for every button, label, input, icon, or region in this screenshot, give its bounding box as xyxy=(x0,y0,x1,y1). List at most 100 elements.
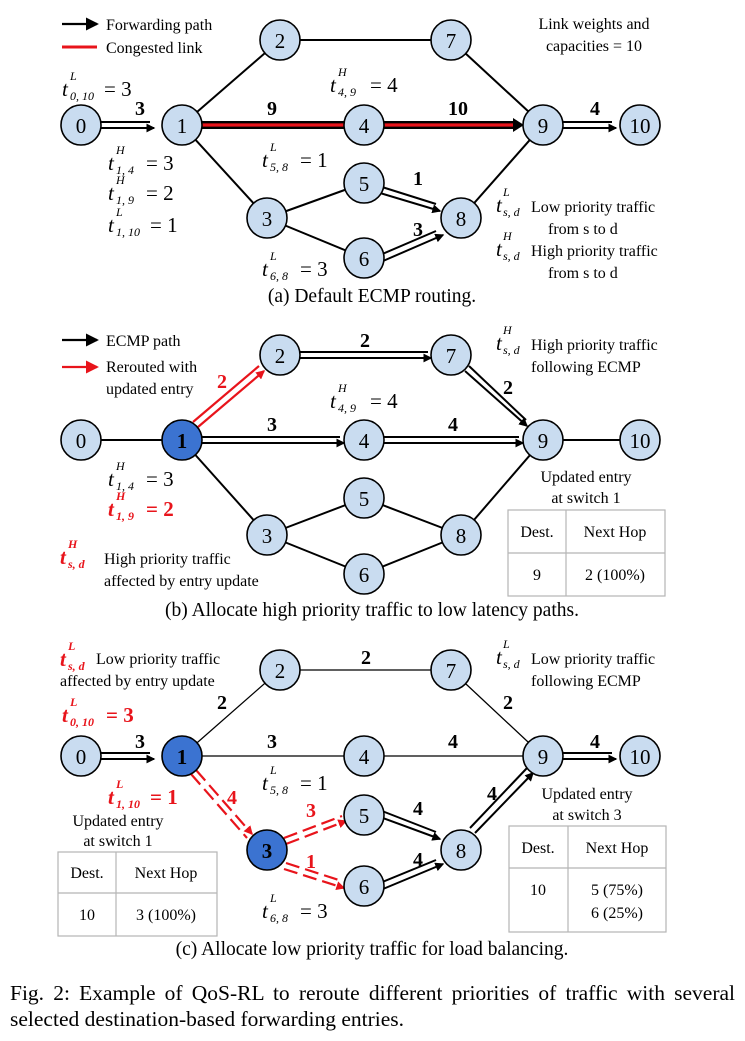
svg-text:t: t xyxy=(262,771,269,795)
svg-text:from s to d: from s to d xyxy=(548,265,618,282)
path-7-9-a xyxy=(468,365,527,421)
svg-text:t: t xyxy=(108,213,115,237)
path-6-8-a xyxy=(379,230,437,256)
svg-text:0: 0 xyxy=(76,429,87,453)
svg-text:t: t xyxy=(496,193,503,217)
svg-text:= 3: = 3 xyxy=(300,257,328,281)
node-1-selected: 1 xyxy=(161,419,203,461)
svg-text:following ECMP: following ECMP xyxy=(531,359,641,376)
path-8-9-b xyxy=(474,772,534,834)
table-c1-title1: Updated entry xyxy=(72,813,163,830)
label-t0-10: t L 0, 10 = 3 xyxy=(62,69,132,103)
svg-text:L: L xyxy=(269,763,277,777)
legend-rerouted-label1: Rerouted with xyxy=(106,359,197,376)
svg-text:t: t xyxy=(62,703,69,727)
svg-text:1, 10: 1, 10 xyxy=(116,225,140,239)
path-5-8-a xyxy=(381,186,437,205)
weight-3-6: 1 xyxy=(306,851,316,873)
svg-text:affected by entry update: affected by entry update xyxy=(104,573,259,590)
svg-text:0, 10: 0, 10 xyxy=(70,89,94,103)
path-8-9-a xyxy=(469,767,528,829)
table-c3-header-nexthop: Next Hop xyxy=(586,840,649,857)
weight-6-8: 4 xyxy=(413,849,423,871)
label-t6-8: t L 6, 8 = 3 xyxy=(262,891,328,925)
svg-text:t: t xyxy=(330,73,337,97)
path-5-8-b xyxy=(379,192,442,214)
svg-text:High priority traffic: High priority traffic xyxy=(104,551,231,568)
legend-rerouted-label2: updated entry xyxy=(106,381,194,398)
table-c3-title1: Updated entry xyxy=(541,786,632,803)
rerouted-1-2-b xyxy=(197,370,266,428)
weight-5-8: 4 xyxy=(413,798,423,820)
label-t1-9: t H 1, 9 = 2 xyxy=(108,489,174,523)
weight-2-7: 2 xyxy=(360,330,370,352)
svg-text:= 1: = 1 xyxy=(300,771,328,795)
svg-text:7: 7 xyxy=(446,29,457,53)
node-10: 10 xyxy=(619,104,661,146)
svg-text:H: H xyxy=(115,459,126,473)
svg-text:6: 6 xyxy=(359,247,370,271)
table-c1-header-dest: Dest. xyxy=(70,865,103,882)
svg-text:3: 3 xyxy=(262,524,273,548)
svg-text:t: t xyxy=(262,899,269,923)
label-t1-10: t L 1, 10 = 1 xyxy=(108,205,178,239)
weight-1-3: 4 xyxy=(227,787,237,809)
table-c3-cell-nexthop-2: 6 (25%) xyxy=(591,905,643,922)
svg-text:10: 10 xyxy=(630,429,651,453)
note-line2: capacities = 10 xyxy=(546,38,642,55)
table-c1-cell-nexthop: 3 (100%) xyxy=(136,907,196,924)
caption-c: (c) Allocate low priority traffic for lo… xyxy=(176,939,569,960)
edge-7-9 xyxy=(450,39,544,126)
label-t5-8: t L 5, 8 = 1 xyxy=(262,763,328,797)
svg-text:8: 8 xyxy=(456,207,467,231)
svg-text:6, 8: 6, 8 xyxy=(270,911,288,925)
node-3-selected: 3 xyxy=(246,829,288,871)
svg-text:8: 8 xyxy=(456,839,467,863)
svg-text:L: L xyxy=(69,69,77,83)
svg-text:H: H xyxy=(115,143,126,157)
node-1-selected: 1 xyxy=(161,735,203,777)
weight-4-9: 4 xyxy=(448,414,458,436)
table-b-cell-nexthop: 2 (100%) xyxy=(585,567,645,584)
svg-text:H: H xyxy=(502,229,513,243)
svg-text:H: H xyxy=(67,537,78,551)
node-8: 8 xyxy=(440,829,482,871)
node-1: 1 xyxy=(161,104,203,146)
node-7: 7 xyxy=(430,334,472,376)
path-6-8-a xyxy=(379,859,437,884)
svg-text:9: 9 xyxy=(538,114,549,138)
svg-text:0: 0 xyxy=(76,114,87,138)
svg-text:Low priority traffic: Low priority traffic xyxy=(531,199,655,216)
svg-text:s, d: s, d xyxy=(67,659,86,673)
svg-text:s, d: s, d xyxy=(503,343,521,357)
svg-text:4, 9: 4, 9 xyxy=(338,85,356,99)
svg-text:4: 4 xyxy=(359,745,370,769)
svg-text:8: 8 xyxy=(456,524,467,548)
path-5-8-b xyxy=(379,816,442,841)
svg-text:= 1: = 1 xyxy=(300,148,328,172)
path-5-8-a xyxy=(381,810,437,833)
svg-text:= 3: = 3 xyxy=(300,899,328,923)
weight-4-9: 4 xyxy=(448,731,458,753)
label-t5-8: t L 5, 8 = 1 xyxy=(262,140,328,174)
svg-text:5: 5 xyxy=(359,804,370,828)
node-10: 10 xyxy=(619,419,661,461)
svg-text:= 3: = 3 xyxy=(146,151,174,175)
svg-text:5: 5 xyxy=(359,172,370,196)
weight-7-9: 2 xyxy=(503,377,513,399)
table-c3: Dest. Next Hop 10 5 (75%) 6 (25%) xyxy=(508,825,667,933)
svg-text:L: L xyxy=(67,639,75,653)
table-b-title1: Updated entry xyxy=(540,469,631,486)
svg-text:= 1: = 1 xyxy=(150,785,178,809)
weight-3-5: 3 xyxy=(306,800,316,822)
weight-5-8: 1 xyxy=(413,168,423,190)
svg-text:2: 2 xyxy=(275,344,286,368)
svg-text:t: t xyxy=(108,497,115,521)
svg-text:t: t xyxy=(262,257,269,281)
svg-text:L: L xyxy=(269,891,277,905)
node-9: 9 xyxy=(522,104,564,146)
svg-text:3: 3 xyxy=(262,839,273,863)
edge-1-3 xyxy=(181,439,268,536)
node-6: 6 xyxy=(343,865,385,907)
table-c3-title2: at switch 3 xyxy=(552,807,621,824)
